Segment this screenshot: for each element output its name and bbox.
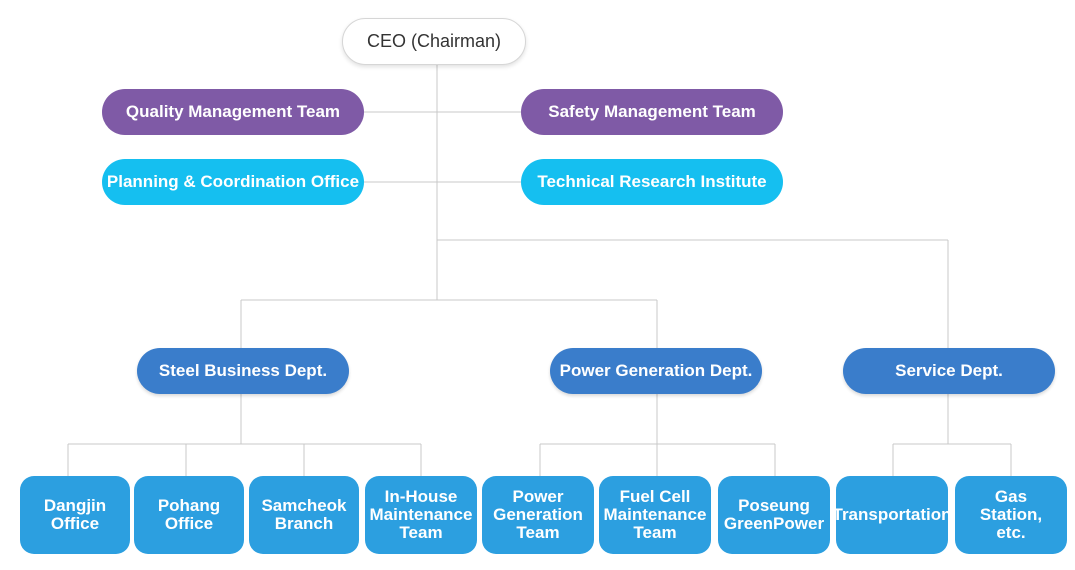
service-dept-node: Service Dept. xyxy=(843,348,1055,394)
quality-management-team-node: Quality Management Team xyxy=(102,89,364,135)
ceo-node: CEO (Chairman) xyxy=(342,18,526,65)
technical-research-institute-node: Technical Research Institute xyxy=(521,159,783,205)
planning-coordination-office-node: Planning & Coordination Office xyxy=(102,159,364,205)
transportation-node: Transportation xyxy=(833,476,952,554)
safety-management-team-node: Safety Management Team xyxy=(521,89,783,135)
steel-business-dept-node: Steel Business Dept. xyxy=(137,348,349,394)
power-generation-dept-node: Power Generation Dept. xyxy=(550,348,762,394)
